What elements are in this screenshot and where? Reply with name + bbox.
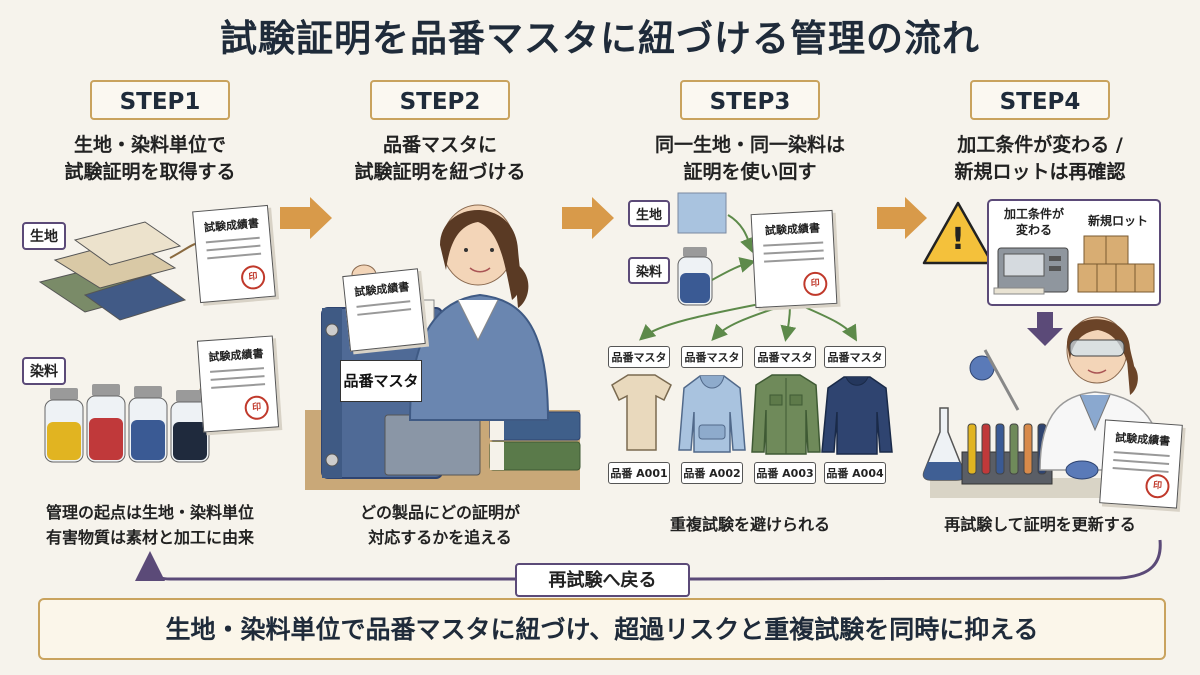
step3-fabric-tag: 生地 xyxy=(628,200,671,227)
return-loop-arrow xyxy=(150,540,1162,579)
report-to-a002-arrow xyxy=(711,304,786,341)
test-report-fabric: 試験成績書 印 xyxy=(192,204,276,304)
step3-dye-bottle xyxy=(677,247,713,306)
test-report-title: 試験成績書 xyxy=(208,347,264,364)
step2-heading: 品番マスタに 試験証明を紐づける xyxy=(295,132,585,186)
warning-icon xyxy=(922,201,994,265)
step4-heading: 加工条件が変わる / 新規ロットは再確認 xyxy=(895,132,1185,186)
garment-a002 xyxy=(678,375,746,453)
step2-to-step3-arrow xyxy=(562,197,614,239)
dye-bottles xyxy=(44,371,223,463)
dye-tag: 染料 xyxy=(22,357,66,385)
fabric-swatches xyxy=(38,221,201,321)
test-report-dye: 試験成績書 印 xyxy=(196,335,280,433)
product-code-a003: 品番 A003 xyxy=(754,462,816,484)
step1-caption-line1: 管理の起点は生地・染料単位 xyxy=(45,503,254,522)
step4-caption-line1: 再試験して証明を更新する xyxy=(944,515,1136,534)
step1-heading-line1: 生地・染料単位で xyxy=(73,134,226,156)
test-report-title: 試験成績書 xyxy=(203,216,260,235)
test-report-held: 試験成績書 xyxy=(342,268,426,352)
product-master-tag-a002: 品番マスタ xyxy=(681,346,743,368)
page-title: 試験証明を品番マスタに紐づける管理の流れ xyxy=(220,17,980,60)
product-code-a004: 品番 A004 xyxy=(824,462,886,484)
test-report-title: 試験成績書 xyxy=(353,280,410,299)
step2-heading-line1: 品番マスタに xyxy=(382,134,497,156)
test-report-title: 試験成績書 xyxy=(1114,431,1171,448)
fabric-tag: 生地 xyxy=(22,222,66,250)
step3-heading-line1: 同一生地・同一染料は xyxy=(654,134,845,156)
process-change-line2: 変わる xyxy=(1015,223,1052,237)
step2-caption: どの製品にどの証明が 対応するかを追える xyxy=(295,500,585,550)
step4-caption: 再試験して証明を更新する xyxy=(895,512,1185,537)
worker-illustration xyxy=(351,204,550,421)
down-arrow-icon xyxy=(1027,312,1063,346)
step4-heading-line1: 加工条件が変わる / xyxy=(957,134,1123,156)
step1-to-step2-arrow xyxy=(280,197,332,239)
step1-badge: STEP1 xyxy=(90,80,230,120)
step1-caption-line2: 有害物質は素材と加工に由来 xyxy=(45,528,254,547)
seal-icon: 印 xyxy=(240,264,267,291)
step2-heading-line2: 試験証明を紐づける xyxy=(354,161,526,183)
step3-caption: 重複試験を避けられる xyxy=(605,512,895,537)
step4-heading-line2: 新規ロットは再確認 xyxy=(954,161,1126,183)
product-code-a001: 品番 A001 xyxy=(608,462,670,484)
step3-heading: 同一生地・同一染料は 証明を使い回す xyxy=(605,132,895,186)
report-to-a003-arrow xyxy=(780,304,797,342)
step3-caption-line1: 重複試験を避けられる xyxy=(669,515,830,534)
seal-icon: 印 xyxy=(1144,473,1171,500)
test-report-updated: 試験成績書 印 xyxy=(1099,419,1183,509)
new-lot-label: 新規ロット xyxy=(1087,214,1148,228)
step2-caption-line1: どの製品にどの証明が xyxy=(359,503,520,522)
test-report-title: 試験成績書 xyxy=(764,221,821,238)
product-master-tag-a001: 品番マスタ xyxy=(608,346,670,368)
step1-heading-line2: 試験証明を取得する xyxy=(64,161,236,183)
processing-machine-icon xyxy=(993,247,1069,295)
garment-a001 xyxy=(611,374,672,451)
step3-heading-line2: 証明を使い回す xyxy=(683,161,817,183)
garment-a004 xyxy=(821,376,893,455)
fabric-to-report-arrow xyxy=(727,214,755,254)
summary-banner: 生地・染料単位で品番マスタに紐づけ、超過リスクと重複試験を同時に抑える xyxy=(38,598,1166,660)
step2-badge: STEP2 xyxy=(370,80,510,120)
product-master-tag-a004: 品番マスタ xyxy=(824,346,886,368)
binder-label: 品番マスタ xyxy=(340,360,422,402)
product-master-tag-a003: 品番マスタ xyxy=(754,346,816,368)
step2-caption-line2: 対応するかを追える xyxy=(368,528,512,547)
product-code-a002: 品番 A002 xyxy=(681,462,743,484)
test-report-shared: 試験成績書 印 xyxy=(750,209,838,309)
warning-mark: ! xyxy=(951,222,965,257)
seal-icon: 印 xyxy=(802,271,828,297)
dye-to-report-arrow xyxy=(711,257,756,281)
step3-to-step4-arrow xyxy=(877,197,927,239)
flask-icon xyxy=(922,407,966,481)
new-lot-boxes-icon xyxy=(1077,235,1155,293)
process-change-line1: 加工条件が xyxy=(1003,207,1064,221)
process-change-label: 加工条件が 変わる xyxy=(994,206,1074,238)
report-to-a004-arrow xyxy=(799,304,858,342)
step3-badge: STEP3 xyxy=(680,80,820,120)
step1-heading: 生地・染料単位で 試験証明を取得する xyxy=(5,132,295,186)
return-to-retest-label: 再試験へ戻る xyxy=(515,563,690,597)
seal-icon: 印 xyxy=(243,394,270,421)
step1-caption: 管理の起点は生地・染料単位 有害物質は素材と加工に由来 xyxy=(5,500,295,550)
test-tube-rack-icon xyxy=(961,423,1053,485)
garment-a003 xyxy=(751,374,821,455)
step4-badge: STEP4 xyxy=(970,80,1110,120)
step3-dye-tag: 染料 xyxy=(628,257,671,284)
step3-fabric-swatch xyxy=(677,192,727,234)
